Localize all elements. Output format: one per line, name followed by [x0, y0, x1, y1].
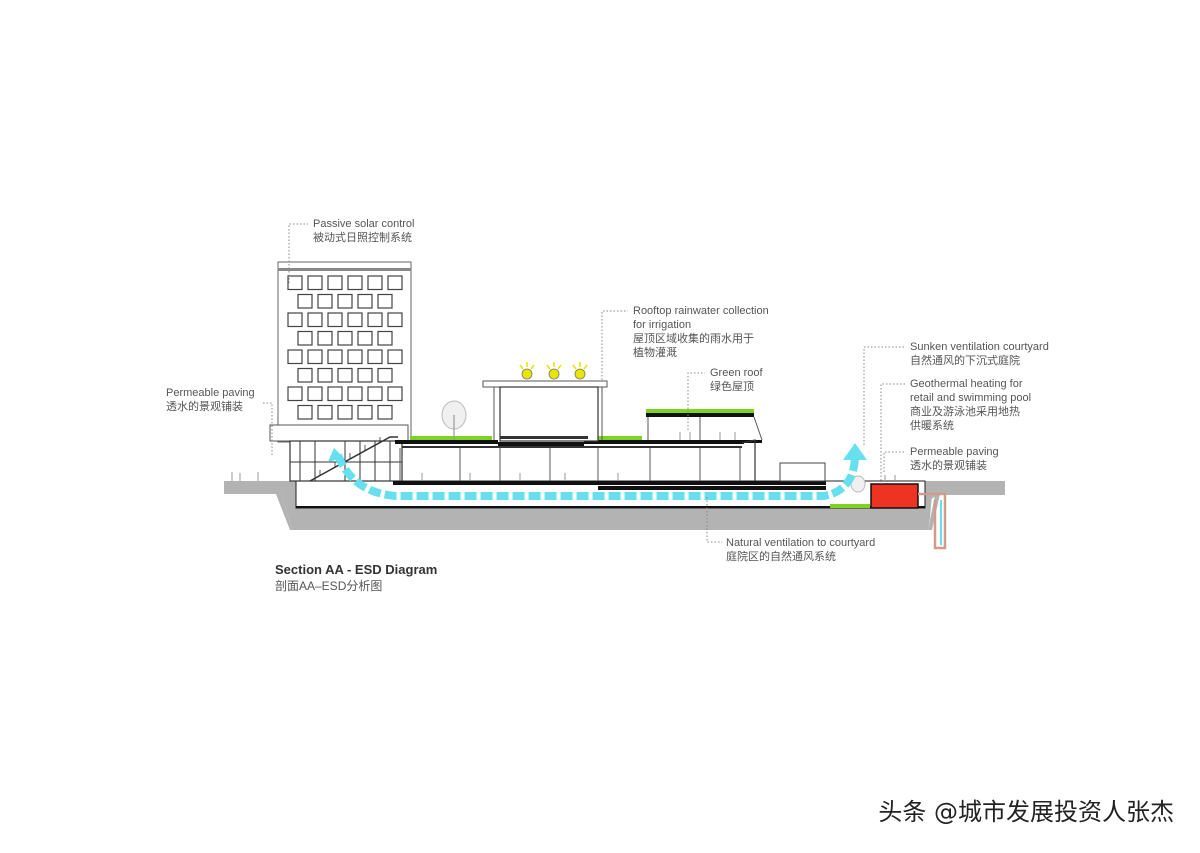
- label-cn: 透水的景观铺装: [166, 401, 243, 413]
- facade-panel: [327, 386, 343, 402]
- label-permeable-paving-left: Permeable paving 透水的景观铺装: [166, 386, 255, 414]
- label-cn-2: 植物灌溉: [633, 347, 677, 359]
- facade-panel: [317, 330, 333, 346]
- natural-ventilation-airflow: [328, 443, 867, 500]
- facade-panel: [367, 349, 383, 365]
- facade-panel: [347, 386, 363, 402]
- solar-collectors: [521, 368, 586, 380]
- label-cn: 透水的景观铺装: [910, 460, 987, 472]
- label-en: Sunken ventilation courtyard: [910, 341, 1049, 353]
- facade-panel: [297, 330, 313, 346]
- label-cn: 被动式日照控制系统: [313, 232, 412, 244]
- facade-panel: [287, 386, 303, 402]
- label-en: Passive solar control: [313, 218, 415, 230]
- facade-panel: [297, 367, 313, 383]
- facade-panel: [387, 275, 403, 291]
- label-cn: 绿色屋顶: [710, 381, 754, 393]
- label-en: Permeable paving: [910, 446, 999, 458]
- label-en: Permeable paving: [166, 387, 255, 399]
- facade-panel: [337, 404, 353, 420]
- label-en: Natural ventilation to courtyard: [726, 537, 876, 549]
- label-geothermal: Geothermal heating for retail and swimmi…: [910, 377, 1031, 433]
- facade-panel: [307, 275, 323, 291]
- people-figures: [231, 432, 896, 481]
- label-cn-2: 供暖系统: [910, 420, 954, 432]
- rainwater-pavilion: [482, 362, 608, 442]
- facade-panel: [367, 312, 383, 328]
- facade-panel: [317, 367, 333, 383]
- facade-panel: [307, 312, 323, 328]
- tower: [269, 261, 412, 482]
- facade-panel: [367, 275, 383, 291]
- facade-panel: [357, 404, 373, 420]
- facade-panel: [327, 312, 343, 328]
- label-passive-solar: Passive solar control 被动式日照控制系统: [313, 217, 415, 245]
- facade-panel: [347, 275, 363, 291]
- label-cn-1: 商业及游泳池采用地热: [910, 406, 1020, 418]
- facade-panel: [297, 404, 313, 420]
- green-strip-courtyard: [830, 504, 870, 508]
- tree-icon: [441, 400, 866, 493]
- facade-panel: [387, 312, 403, 328]
- label-sunken-courtyard: Sunken ventilation courtyard 自然通风的下沉式庭院: [910, 340, 1049, 368]
- facade-panel: [377, 293, 393, 309]
- label-cn: 庭院区的自然通风系统: [726, 551, 836, 563]
- facade-panel: [367, 386, 383, 402]
- leader-lines: [262, 223, 905, 543]
- facade-panel: [317, 293, 333, 309]
- facade-panel: [337, 293, 353, 309]
- label-permeable-paving-right: Permeable paving 透水的景观铺装: [910, 445, 999, 473]
- facade-panel: [337, 367, 353, 383]
- podium: [393, 409, 826, 490]
- facade-panel: [287, 275, 303, 291]
- label-en-1: Geothermal heating for: [910, 378, 1023, 390]
- facade-panel: [337, 330, 353, 346]
- facade-panel: [387, 349, 403, 365]
- label-natural-ventilation: Natural ventilation to courtyard 庭院区的自然通…: [726, 536, 875, 564]
- facade-panel: [347, 349, 363, 365]
- geothermal-block: [870, 483, 919, 509]
- facade-panel: [287, 349, 303, 365]
- facade-panel: [357, 330, 373, 346]
- label-green-roof: Green roof 绿色屋顶: [710, 366, 763, 394]
- facade-panel: [287, 312, 303, 328]
- basement: [296, 483, 947, 550]
- facade-panel: [327, 275, 343, 291]
- label-en-1: Rooftop rainwater collection: [633, 305, 769, 317]
- label-en-2: retail and swimming pool: [910, 392, 1032, 404]
- facade-panel: [357, 293, 373, 309]
- diagram-title: Section AA - ESD Diagram 剖面AA–ESD分析图: [275, 562, 437, 595]
- watermark: 头条 @城市发展投资人张杰: [878, 798, 1174, 826]
- green-roof-mid: [590, 436, 642, 440]
- title-cn: 剖面AA–ESD分析图: [275, 579, 383, 593]
- label-cn: 自然通风的下沉式庭院: [910, 355, 1020, 367]
- facade-panel: [307, 349, 323, 365]
- facade-panel: [377, 330, 393, 346]
- facade-panel: [327, 349, 343, 365]
- title-en: Section AA - ESD Diagram: [275, 562, 438, 577]
- facade-panel: [377, 404, 393, 420]
- facade-panel: [347, 312, 363, 328]
- facade-panel: [357, 367, 373, 383]
- green-roof-left: [410, 436, 492, 440]
- facade-panel: [317, 404, 333, 420]
- label-rooftop-rainwater: Rooftop rainwater collection for irrigat…: [633, 304, 769, 360]
- label-en-2: for irrigation: [633, 319, 692, 331]
- green-roof-upper: [646, 409, 754, 413]
- facade-panel: [387, 386, 403, 402]
- facade-panel: [377, 367, 393, 383]
- label-cn-1: 屋顶区域收集的雨水用于: [633, 333, 754, 345]
- label-en: Green roof: [710, 367, 763, 379]
- facade-panel: [297, 293, 313, 309]
- geothermal-pipe: [918, 492, 947, 550]
- airflow-arrow-up-icon: [843, 443, 867, 460]
- facade-panel: [307, 386, 323, 402]
